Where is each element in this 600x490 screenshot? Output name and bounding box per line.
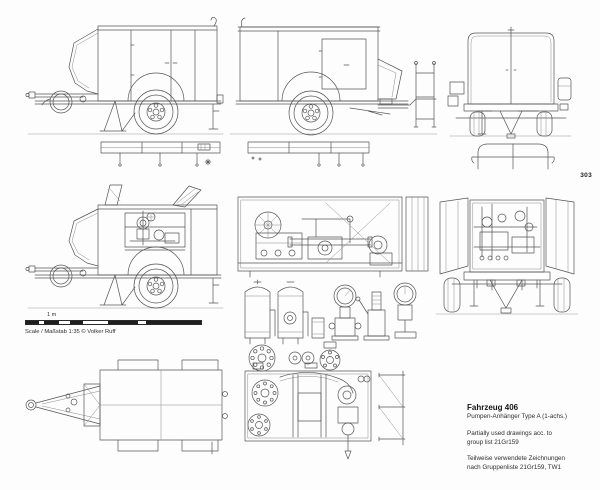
scale-unit-label: 1 m: [47, 312, 57, 318]
page-number: 303: [580, 172, 592, 179]
caption-block: Fahrzeug 406 Pumpen-Anhänger Type A (1-a…: [467, 403, 599, 480]
note-english: Partially used drawings acc. to group li…: [467, 430, 553, 447]
scale-caption: Scale / Maßstab 1:35 © Volker Ruff: [25, 329, 116, 335]
scale-bar-group: 1 m Scale / Maßstab 1:35 © Volker Ruff: [25, 312, 205, 340]
drawing-components-tanks-valves-gauges: [244, 279, 417, 372]
drawing-side-view-right-closed: [229, 17, 438, 136]
scale-bar: [25, 320, 202, 325]
drawing-plan-view-trailer: [25, 359, 228, 455]
vehicle-subtitle: Pumpen-Anhänger Type A (1-achs.): [467, 413, 567, 420]
drawing-rear-view-closed: [447, 26, 572, 139]
drawing-side-view-left-closed: [25, 16, 224, 135]
drawing-roof-plan-left: [100, 141, 221, 167]
drawing-side-view-left-open: [25, 184, 224, 309]
drawing-rear-view-open: [435, 197, 579, 315]
drawing-plan-view-machinery: [244, 362, 406, 460]
drawing-roof-plan-middle: [247, 141, 370, 167]
drawing-interior-machinery-side: [237, 196, 429, 278]
vehicle-title: Fahrzeug 406: [467, 403, 519, 412]
drawing-roof-profile-rear: [471, 143, 555, 170]
note-german: Teilweise verwendete Zeichnungen nach Gr…: [467, 455, 566, 472]
